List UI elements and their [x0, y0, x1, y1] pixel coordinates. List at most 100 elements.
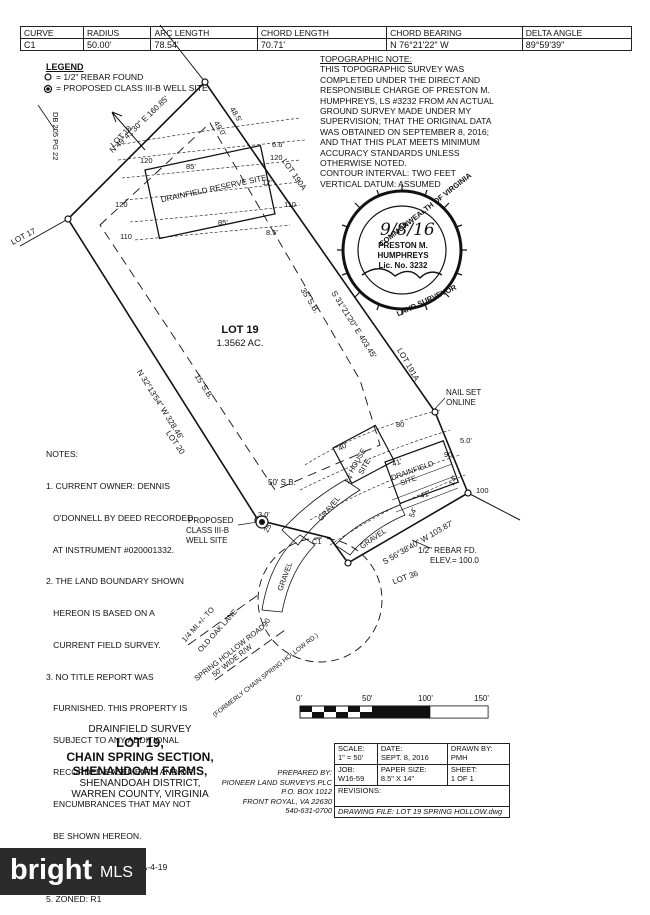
topo-line: GROUND SURVEY MADE UNDER MY: [320, 106, 472, 117]
deed-book-ref: DB 205 PG 22: [51, 112, 60, 161]
note-line: 5. ZONED: R1: [46, 894, 102, 905]
paper-value: 8.5" X 14": [380, 774, 415, 783]
date-label: DATE:: [380, 744, 403, 753]
info-block: SCALE:1" = 50' DATE:SEPT. 8, 2016 DRAWN …: [334, 743, 511, 818]
note-line: BE SHOWN HEREON.: [46, 830, 142, 841]
watermark-badge: bright MLS: [0, 848, 146, 895]
scale-label-100: 100': [418, 694, 433, 703]
radius-cell: 50.00': [83, 38, 152, 51]
title-line-2: LOT 19,: [116, 735, 164, 750]
note-line: AT INSTRUMENT #020001332.: [46, 544, 175, 555]
note-line: O'DONNELL BY DEED RECORDED: [46, 512, 194, 523]
dim-5: 5.0': [460, 436, 472, 445]
chord-length-cell: 70.71': [256, 38, 388, 51]
note-line: 1. CURRENT OWNER: DENNIS: [46, 480, 170, 491]
north-arrow: [111, 111, 146, 151]
contour-110-right: 110: [284, 200, 296, 209]
job-value: W16-59: [338, 774, 365, 783]
curve-table: CURVE RADIUS ARC LENGTH CHORD LENGTH CHO…: [19, 26, 633, 51]
well-label-3: WELL SITE: [186, 536, 228, 545]
contour-100: 100: [476, 486, 489, 495]
watermark-suffix: MLS: [100, 864, 133, 881]
prepared-phone: 540-631-0700: [285, 806, 332, 815]
topo-line: AND THAT THIS PLAT MEETS MINIMUM: [320, 137, 480, 148]
prepared-city: FRONT ROYAL, VA 22630: [242, 796, 332, 806]
job-label: JOB:: [338, 765, 355, 774]
legend: LEGEND = 1/2" REBAR FOUND = PROPOSED CLA…: [46, 62, 208, 93]
legend-well: = PROPOSED CLASS III-B WELL SITE: [56, 82, 208, 93]
delta-angle-cell: 89°59'39": [521, 38, 633, 51]
contour-80: 80: [396, 420, 405, 429]
dim-8-5: 8.5': [266, 228, 278, 237]
note-line: 3. NO TITLE REPORT WAS: [46, 671, 154, 682]
revisions-label: REVISIONS:: [338, 786, 381, 795]
neighbor-line-lot36: [467, 492, 521, 521]
topo-line: THIS TOPOGRAPHIC SURVEY WAS: [320, 64, 465, 75]
nail-set-label-2: ONLINE: [446, 398, 476, 407]
prepared-by-label: PREPARED BY:: [277, 768, 332, 777]
topo-line: HUMPHREYS, LS #3232 FROM AN ACTUAL: [320, 95, 494, 106]
contour-120-reserve: 120: [115, 200, 128, 209]
topo-line: COMPLETED UNDER THE DIRECT AND: [320, 74, 481, 85]
contour-120-right: 120: [270, 153, 283, 162]
cul-de-sac: [257, 537, 383, 663]
contour-90: 90: [444, 450, 453, 459]
seal-name-2: HUMPHREYS: [377, 251, 429, 260]
scale-label: SCALE:: [338, 744, 365, 753]
title-line-5: SHENANDOAH DISTRICT,: [79, 778, 201, 789]
drainfield-site: [384, 440, 460, 505]
seal-date: 9/8/16: [380, 220, 435, 240]
gravel-drive-2: [334, 504, 406, 556]
topo-line: CONTOUR INTERVAL: TWO FEET: [320, 168, 456, 179]
arc-length-cell: 78.54': [150, 38, 258, 51]
topo-line: OTHERWISE NOTED.: [320, 158, 407, 169]
seal-name-1: PRESTON M.: [378, 241, 428, 250]
title-line-4: SHENANDOAH FARMS,: [72, 764, 208, 778]
rebar-label-2: ELEV.= 100.0: [430, 556, 479, 565]
scale-label-0: 0': [296, 694, 302, 703]
surveyor-seal: [337, 185, 467, 315]
note-line: CURRENT FIELD SURVEY.: [46, 639, 161, 650]
scale-value: 1" = 50': [338, 753, 364, 762]
well-label-2: CLASS III-B: [186, 526, 230, 535]
topo-title: TOPOGRAPHIC NOTE:: [320, 54, 412, 64]
scale-bar: [299, 705, 489, 719]
dim-6-6: 6.6': [272, 140, 284, 149]
title-line-1: DRAINFIELD SURVEY: [88, 724, 192, 735]
plat-drawing: [19, 24, 521, 719]
drawn-value: PMH: [450, 753, 468, 762]
rebar-label-1: 1/2" REBAR FD.: [418, 546, 477, 555]
drawing-file: DRAWING FILE: LOT 19 SPRING HOLLOW.dwg: [338, 807, 503, 816]
well-label-1: PROPOSED: [188, 516, 234, 525]
note-line: RECORDED EASEMENTS AND/OR: [46, 767, 194, 777]
dim-3: 3.0': [258, 510, 270, 519]
drainfield-reserve-site: [144, 144, 276, 240]
topo-line: VERTICAL DATUM: ASSUMED: [320, 178, 441, 189]
sheet-label: SHEET:: [450, 765, 478, 774]
neighbor-line-lot17: [19, 218, 69, 247]
curve-cell: C1: [19, 38, 85, 51]
paper-label: PAPER SIZE:: [380, 765, 427, 774]
topographic-note: TOPOGRAPHIC NOTE: THIS TOPOGRAPHIC SURVE…: [320, 54, 520, 189]
dim-85-bottom: 85': [218, 218, 228, 227]
topo-line: WAS OBTAINED ON SEPTEMBER 8, 2016;: [320, 126, 490, 137]
topo-line: RESPONSIBLE CHARGE OF PRESTON M.: [320, 85, 490, 96]
seal-license: Lic. No. 3232: [378, 261, 428, 270]
curve-c1-label: C1: [312, 537, 322, 546]
note-line: SUBJECT TO ANY ADDITIONAL: [46, 735, 180, 746]
drawn-label: DRAWN BY:: [450, 744, 493, 753]
dim-85-top: 85': [186, 162, 196, 171]
setback-lines: [99, 122, 381, 491]
house-site: [332, 424, 395, 485]
gravel-road: [261, 534, 316, 613]
topo-line: SUPERVISION; THAT THE ORIGINAL DATA: [320, 116, 492, 127]
contour-110-left: 110: [120, 232, 132, 241]
legend-rebar: = 1/2" REBAR FOUND: [56, 72, 144, 83]
sheet-value: 1 OF 1: [450, 774, 474, 783]
title-line-3: CHAIN SPRING SECTION,: [66, 750, 214, 764]
notes-title: NOTES:: [46, 449, 78, 460]
lot-19-area: 1.3562 AC.: [216, 338, 264, 349]
note-line: FURNISHED. THIS PROPERTY IS: [46, 703, 188, 714]
lot-19-title: LOT 19: [221, 324, 259, 336]
neighbor-line-lot18: [159, 24, 206, 83]
